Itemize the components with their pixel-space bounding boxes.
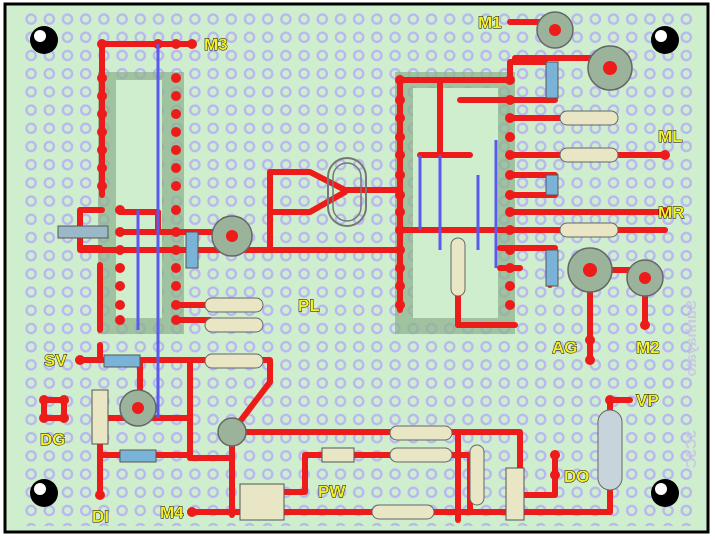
jumpers (136, 44, 498, 418)
resistor (204, 297, 264, 313)
label-dg: DG (40, 430, 66, 449)
resistor (559, 110, 619, 126)
round-component-holes (132, 24, 651, 414)
resistor (389, 425, 453, 441)
watermark: Sunhayato (683, 300, 700, 377)
crystal (327, 157, 367, 227)
resistor (389, 447, 453, 463)
label-pw: PW (318, 482, 346, 501)
label-vp: VP (636, 391, 659, 410)
resistor (204, 353, 264, 369)
watermark-code: 3C3C (683, 430, 700, 469)
resistor (597, 409, 623, 491)
watermark-brand: Sunhayato (683, 300, 700, 377)
label-m3: M3 (204, 35, 228, 54)
resistor (469, 444, 485, 506)
resistor (450, 237, 466, 297)
resistor (559, 222, 619, 238)
label-mr: MR (658, 203, 684, 222)
mounting-holes (30, 26, 679, 507)
resistor (559, 147, 619, 163)
ic-left (98, 72, 184, 334)
label-m4: M4 (160, 503, 184, 522)
watermark-model: 3C3C (683, 430, 700, 469)
capacitors (57, 61, 559, 463)
trace-pads (39, 39, 670, 517)
label-m2: M2 (636, 338, 660, 357)
label-ag: AG (552, 338, 578, 357)
label-di: DI (92, 507, 109, 526)
label-pl: PL (298, 296, 320, 315)
resistor (204, 317, 264, 333)
label-sv: SV (44, 351, 67, 370)
label-do: DO (564, 467, 590, 486)
connectors (91, 389, 525, 521)
label-ml: ML (658, 127, 683, 146)
label-m1: M1 (478, 13, 502, 32)
resistors (204, 110, 623, 520)
resistor (371, 504, 435, 520)
